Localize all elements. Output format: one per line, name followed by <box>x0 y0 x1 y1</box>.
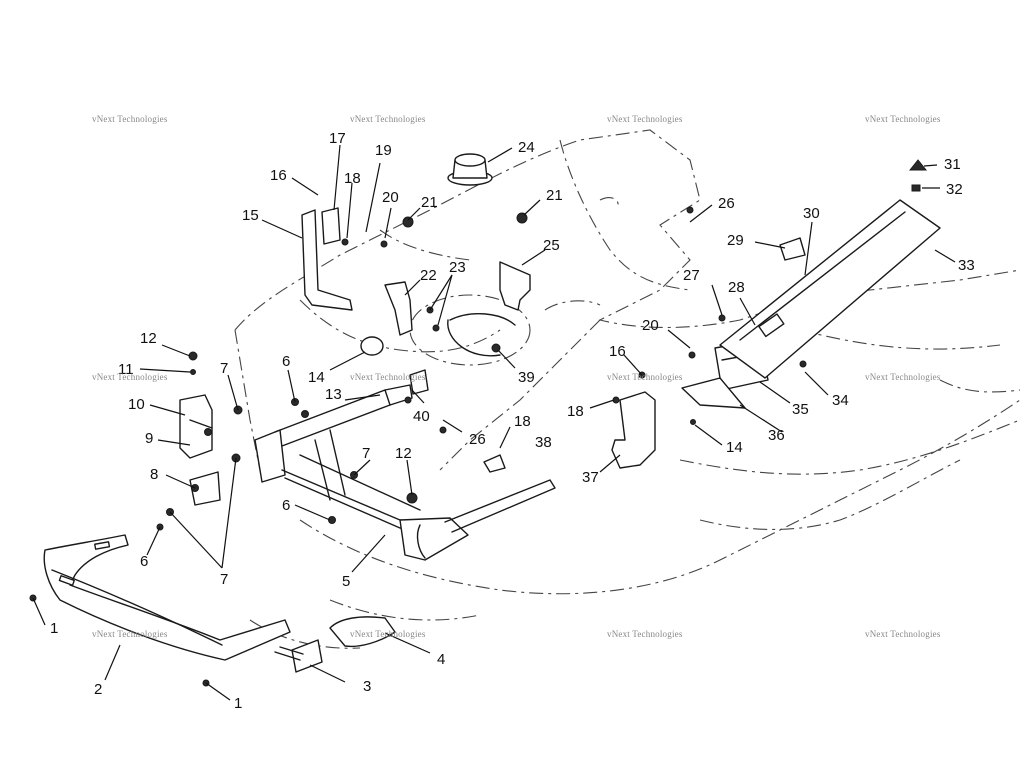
callout-2: 2 <box>94 681 102 698</box>
front-bumper <box>43 534 291 661</box>
callout-30: 30 <box>803 205 820 222</box>
watermark: vNext Technologies <box>607 114 683 124</box>
bracket-15-17 <box>301 207 353 311</box>
callout-21: 21 <box>546 187 563 204</box>
clip-38 <box>483 454 506 473</box>
callout-16: 16 <box>609 343 626 360</box>
callout-20: 20 <box>642 317 659 334</box>
watermark: vNext Technologies <box>607 629 683 639</box>
callout-11: 11 <box>118 361 134 378</box>
callout-20: 20 <box>382 189 399 206</box>
rail-33 <box>719 199 941 379</box>
skid-plate-4 <box>329 616 396 648</box>
callout-8: 8 <box>150 466 158 483</box>
callout-39: 39 <box>518 369 535 386</box>
callout-40: 40 <box>413 408 430 425</box>
leader-lines <box>32 144 956 701</box>
callout-32: 32 <box>946 181 963 198</box>
callout-27: 27 <box>683 267 700 284</box>
callout-7: 7 <box>220 360 228 377</box>
callout-26: 26 <box>718 195 735 212</box>
callout-37: 37 <box>582 469 599 486</box>
watermark: vNext Technologies <box>865 372 941 382</box>
callout-6: 6 <box>282 353 290 370</box>
callout-33: 33 <box>958 257 975 274</box>
callout-26: 26 <box>469 431 486 448</box>
callout-34: 34 <box>832 392 849 409</box>
callout-1: 1 <box>50 620 58 637</box>
bolt-and-plate-3 <box>274 639 323 673</box>
callout-21: 21 <box>421 194 438 211</box>
bracket-37 <box>611 391 656 469</box>
watermark: vNext Technologies <box>350 114 426 124</box>
callout-16: 16 <box>270 167 287 184</box>
callout-19: 19 <box>375 142 392 159</box>
cup-39 <box>447 312 516 357</box>
callout-3: 3 <box>363 678 371 695</box>
watermark: vNext Technologies <box>92 114 168 124</box>
front-bracket-9-10 <box>179 394 221 506</box>
callout-10: 10 <box>128 396 145 413</box>
callout-14: 14 <box>726 439 743 456</box>
watermark: vNext Technologies <box>350 372 426 382</box>
callout-31: 31 <box>944 156 961 173</box>
callout-5: 5 <box>342 573 350 590</box>
callout-1: 1 <box>234 695 242 712</box>
callout-14: 14 <box>308 369 325 386</box>
bracket-25 <box>499 261 531 311</box>
front-frame-5 <box>254 369 556 561</box>
callout-36: 36 <box>768 427 785 444</box>
watermark: vNext Technologies <box>350 629 426 639</box>
hardware-fasteners <box>29 206 807 687</box>
fastener-31-32 <box>908 159 928 192</box>
callout-35: 35 <box>792 401 809 418</box>
callout-25: 25 <box>543 237 560 254</box>
callout-7: 7 <box>220 571 228 588</box>
callout-6: 6 <box>140 553 148 570</box>
callout-28: 28 <box>728 279 745 296</box>
plug-24 <box>447 153 493 186</box>
part-29 <box>779 237 806 261</box>
watermark: vNext Technologies <box>607 372 683 382</box>
callout-13: 13 <box>325 386 342 403</box>
watermark: vNext Technologies <box>92 629 168 639</box>
watermark: vNext Technologies <box>92 372 168 382</box>
callout-7: 7 <box>362 445 370 462</box>
callout-38: 38 <box>535 434 552 451</box>
callout-18: 18 <box>344 170 361 187</box>
callout-17: 17 <box>329 130 346 147</box>
callout-29: 29 <box>727 232 744 249</box>
watermark: vNext Technologies <box>865 629 941 639</box>
callout-18: 18 <box>514 413 531 430</box>
callout-6: 6 <box>282 497 290 514</box>
callout-15: 15 <box>242 207 259 224</box>
callout-23: 23 <box>449 259 466 276</box>
bracket-22 <box>384 281 413 336</box>
callout-4: 4 <box>437 651 445 668</box>
callout-24: 24 <box>518 139 535 156</box>
callout-12: 12 <box>395 445 412 462</box>
grommet-14 <box>360 336 384 356</box>
callout-18: 18 <box>567 403 584 420</box>
watermark: vNext Technologies <box>865 114 941 124</box>
callout-22: 22 <box>420 267 437 284</box>
callout-12: 12 <box>140 330 157 347</box>
callout-9: 9 <box>145 430 153 447</box>
callout-labels: 1 1 2 3 4 5 6 6 6 7 7 7 8 9 10 11 12 12 … <box>50 130 975 712</box>
